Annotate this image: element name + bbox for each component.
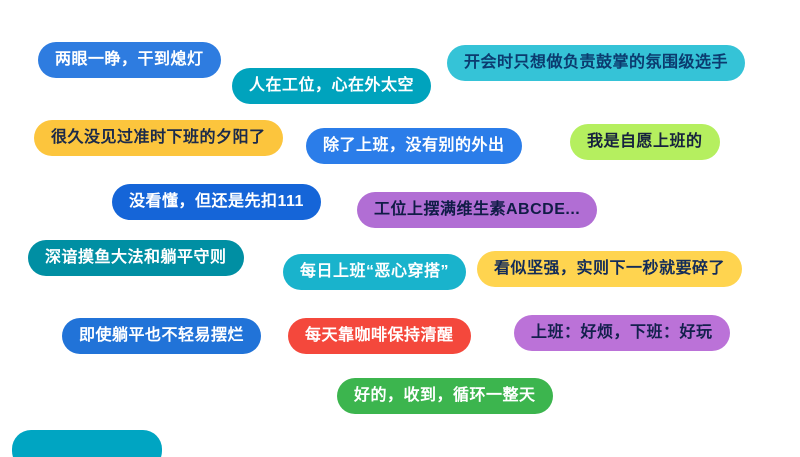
quote-bubble-slacking-rules: 深谙摸鱼大法和躺平守则 <box>28 240 244 276</box>
quote-bubble-voluntary-work: 我是自愿上班的 <box>570 124 720 160</box>
quote-bubble-vitamins-abcde: 工位上摆满维生素ABCDE... <box>357 192 598 228</box>
quote-bubble-applause-player: 开会时只想做负责鼓掌的氛围级选手 <box>447 45 746 81</box>
quote-bubble-cutoff-bottom-left <box>12 430 162 457</box>
quote-bubble-ugly-outfit: 每日上班“恶心穿搭” <box>283 254 467 290</box>
quote-bubble-mind-in-outer-space: 人在工位，心在外太空 <box>232 68 432 104</box>
quote-bubble-no-other-outing: 除了上班，没有别的外出 <box>306 128 522 164</box>
quote-bubble-about-to-break: 看似坚强，实则下一秒就要碎了 <box>477 251 743 287</box>
quote-bubble-sunset-on-time: 很久没见过准时下班的夕阳了 <box>34 120 283 156</box>
quote-bubble-type-111: 没看懂，但还是先扣111 <box>112 184 321 220</box>
quote-bubble-coffee-awake: 每天靠咖啡保持清醒 <box>288 318 471 354</box>
quote-bubble-ok-received-loop: 好的，收到，循环一整天 <box>337 378 553 414</box>
quote-bubble-not-giving-up: 即使躺平也不轻易摆烂 <box>62 318 262 354</box>
quote-bubble-work-annoying: 上班：好烦，下班：好玩 <box>514 315 730 351</box>
quote-bubble-work-until-lights-out: 两眼一睁，干到熄灯 <box>38 42 221 78</box>
